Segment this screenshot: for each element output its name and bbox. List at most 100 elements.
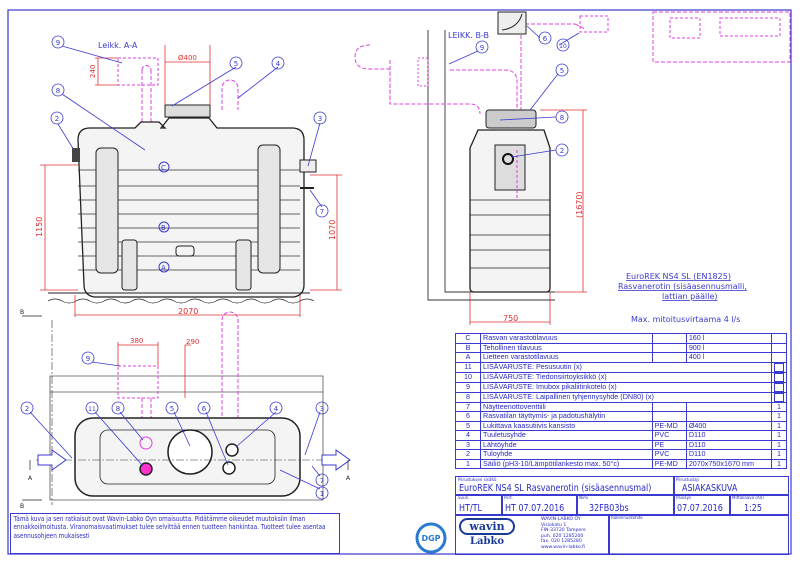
part-description: Säiliö (pH3-10/Lämpötilankesto max. 50°c… xyxy=(480,458,653,469)
part-size: 160 l xyxy=(685,333,773,344)
part-quantity: 1 xyxy=(771,411,787,422)
remote-monitoring-outline xyxy=(652,11,791,63)
part-material xyxy=(651,342,687,353)
side-callout-6: 6 xyxy=(543,35,548,43)
date-cell: Päiväys 07.07.2016 xyxy=(673,494,731,516)
plan-callout-2: 2 xyxy=(25,405,29,413)
plan-callout-9: 9 xyxy=(86,355,90,363)
callout-2: 2 xyxy=(55,115,59,123)
plan-callout-leaders xyxy=(20,351,329,500)
alarm-cable-outline xyxy=(520,23,586,110)
ownership-notice: Tämä kuva ja sen ratkaisut ovat Wavin-La… xyxy=(10,513,340,554)
site-label: Rakennuskohde xyxy=(611,515,643,520)
dim-imubox-depth: 290 xyxy=(186,338,199,346)
part-quantity xyxy=(771,333,787,344)
part-number: 7 xyxy=(455,401,481,412)
option-checkbox[interactable] xyxy=(774,372,784,382)
part-size: 900 l xyxy=(685,342,773,353)
dgp-certification-logo: DGP xyxy=(415,522,447,554)
section-b-mark-bottom: B xyxy=(20,503,24,510)
drain-pipe-outline xyxy=(141,65,152,285)
part-number: 5 xyxy=(455,420,481,431)
callout-4: 4 xyxy=(276,60,281,68)
pipe-route-outline xyxy=(354,44,518,115)
option-checkbox[interactable] xyxy=(774,362,784,372)
part-description: Lukittava kaasutiivis kansisto xyxy=(480,420,653,431)
product-heading-line1: EuroREK NS4 SL (EN1825) xyxy=(626,272,731,281)
part-number: 9 xyxy=(455,381,481,393)
site-cell: Rakennuskohde xyxy=(608,514,789,555)
scale-label: Mittakaava (A4) xyxy=(732,495,764,500)
product-heading-line3: lattian päälle) xyxy=(662,292,718,301)
side-callout-2: 2 xyxy=(560,147,564,155)
side-lid xyxy=(485,109,537,129)
drawing-number: 32FB03bs xyxy=(589,503,629,514)
part-number: 10 xyxy=(455,371,481,383)
part-size: 2070x750x1670 mm xyxy=(685,458,773,469)
plan-callout-11: 11 xyxy=(88,406,96,413)
side-tank-ribbing xyxy=(470,199,550,269)
part-description: LISÄVARUSTE: Laipallinen tyhjennysyhde (… xyxy=(480,391,772,403)
alarm-unit-gauge xyxy=(501,13,523,31)
drawing-content-cell: Piirustuksen sisältö EuroREK NS4 SL Rasv… xyxy=(455,476,675,496)
part-material: PVC xyxy=(651,449,687,460)
callout-5: 5 xyxy=(234,60,238,68)
option-checkbox[interactable] xyxy=(774,392,784,402)
part-number: 4 xyxy=(455,430,481,441)
designer: HT/TL xyxy=(459,503,482,514)
part-material xyxy=(651,401,687,412)
part-quantity xyxy=(771,352,787,363)
truck-outline xyxy=(719,17,781,37)
labko-logo-text: Labko xyxy=(469,536,505,547)
dim-length: 2070 xyxy=(178,307,198,316)
dgp-logo-text: DGP xyxy=(421,534,440,543)
part-description: Tehollinen tilavuus xyxy=(480,342,653,353)
drawn-by: HT 07.07.2016 xyxy=(505,503,565,514)
part-quantity: 1 xyxy=(771,401,787,412)
plan-callout-1: 1 xyxy=(320,490,324,498)
flow-arrows xyxy=(37,449,351,471)
wavin-labko-logo: wavin Labko xyxy=(459,518,515,549)
part-description: Tuuletusyhde xyxy=(480,430,653,441)
part-size xyxy=(685,411,773,422)
floor-break-line xyxy=(47,298,315,304)
dim-height: (1670) xyxy=(575,191,584,218)
side-inlet-connection xyxy=(502,153,514,165)
section-bb-label: LEIKK. B-B xyxy=(448,31,489,40)
zone-b-label: B xyxy=(161,224,166,232)
plan-callout-4: 4 xyxy=(274,405,279,413)
imubox-side-outline xyxy=(417,57,429,87)
company-fax: fax. 020 1285280 xyxy=(541,539,582,545)
callout-leaders xyxy=(50,35,329,218)
part-size: 400 l xyxy=(685,352,773,363)
part-description: Rasvatilan täyttymis- ja padotushälytin xyxy=(480,411,653,422)
company-cell: wavin Labko WAVIN-LABKO OY Visiokatu 1 F… xyxy=(455,514,610,555)
elevation-view-a-a: Leikk. A-A C B A 2070 1150 xyxy=(35,35,342,317)
drawing-date: 07.07.2016 xyxy=(677,503,723,514)
company-website: www.wavin-labko.fi xyxy=(541,544,586,550)
section-marks xyxy=(22,315,349,501)
section-b-mark-top: B xyxy=(20,309,24,316)
tank-rib-right xyxy=(257,144,281,274)
part-number: 6 xyxy=(455,411,481,422)
section-a-mark-left: A xyxy=(28,475,33,482)
part-number: A xyxy=(455,352,481,363)
part-quantity: 1 xyxy=(771,420,787,431)
part-description: LISÄVARUSTE: Imubox pikaliitinkotelo (x) xyxy=(480,381,772,393)
option-checkbox[interactable] xyxy=(774,382,784,392)
drawing-scale: 1:25 xyxy=(744,503,762,514)
zone-markers xyxy=(158,161,170,273)
tank-foot-right xyxy=(235,239,252,291)
part-description: Lähtöyhde xyxy=(480,439,653,450)
alarm-plan xyxy=(222,461,236,475)
